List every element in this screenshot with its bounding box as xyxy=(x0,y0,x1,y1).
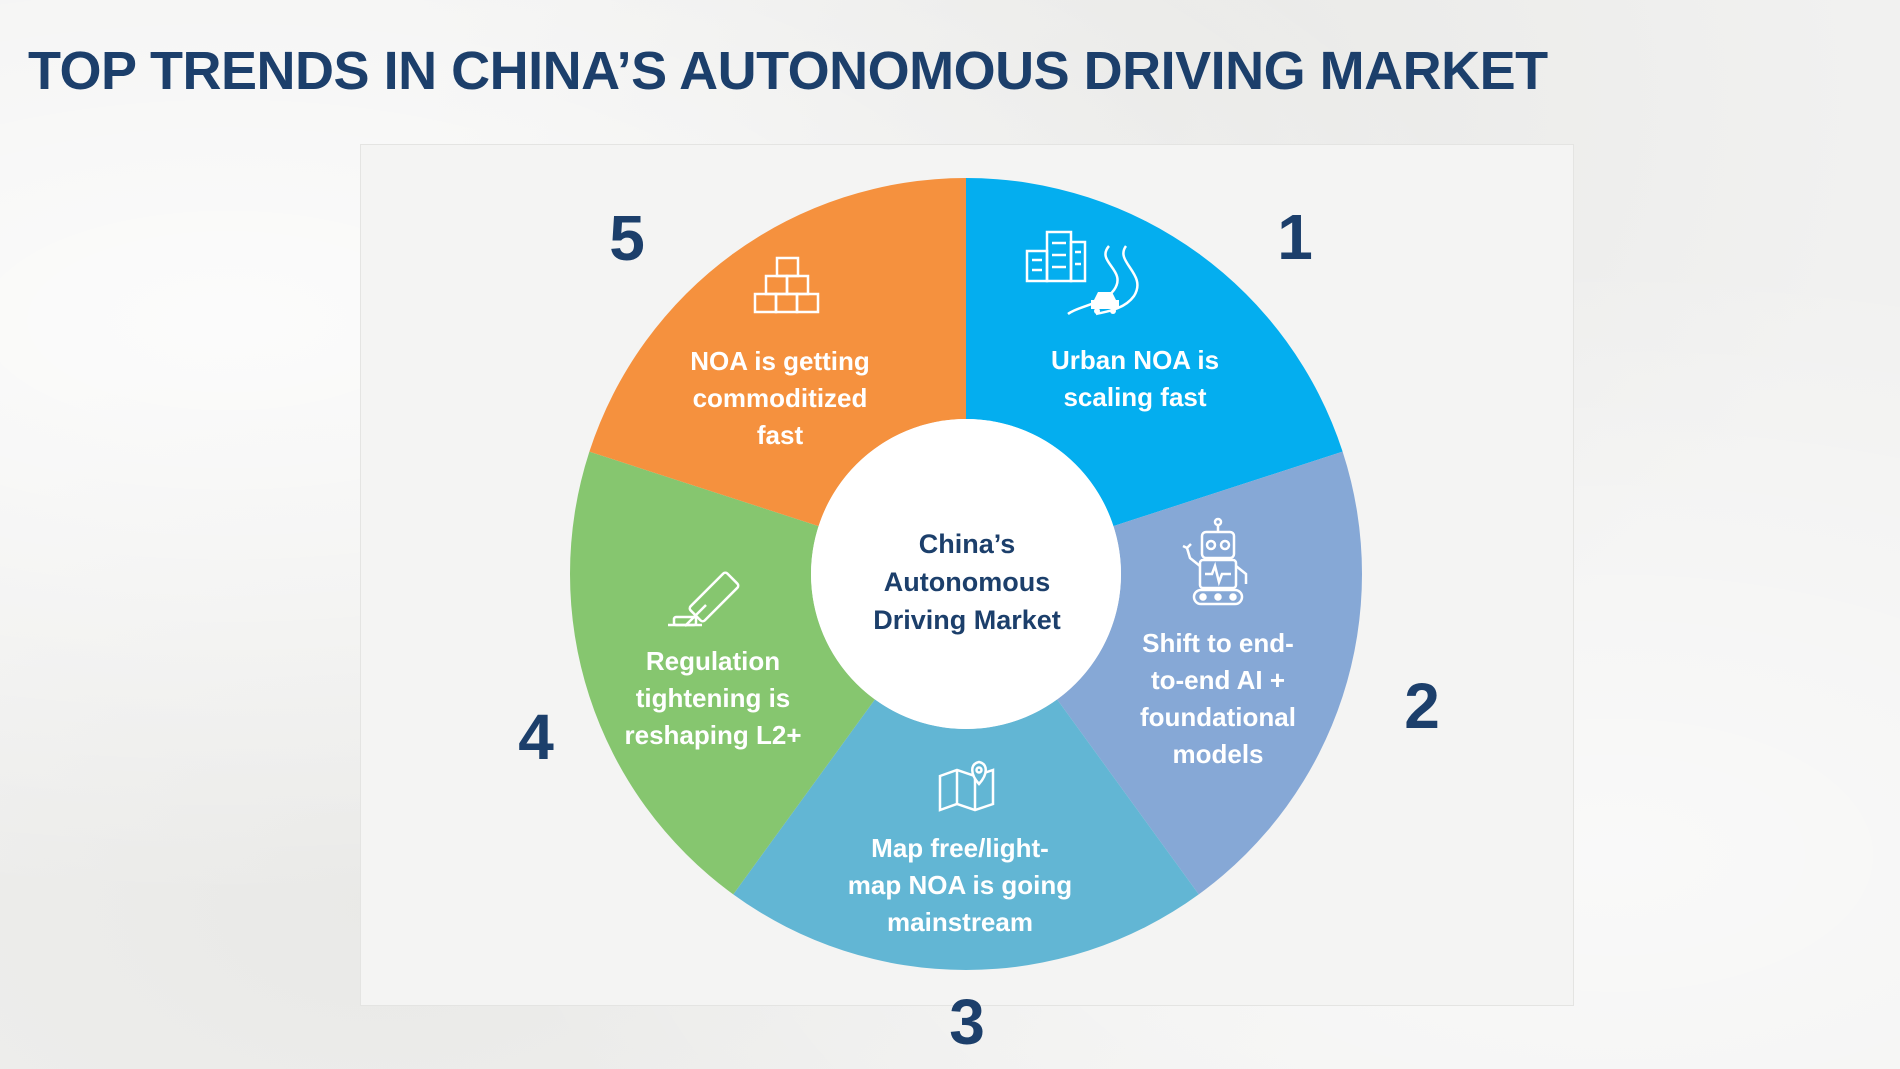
map-pin-icon xyxy=(938,760,995,812)
gavel-icon xyxy=(668,571,740,627)
trend-2-number: 2 xyxy=(1404,670,1440,742)
center-circle xyxy=(811,419,1121,729)
trend-1-number: 1 xyxy=(1277,201,1313,273)
trend-5-text: NOA is getting commoditized fast xyxy=(690,346,870,450)
robot-icon xyxy=(1182,517,1248,606)
page-title: TOP TRENDS IN CHINA’S AUTONOMOUS DRIVING… xyxy=(28,41,1548,101)
center-label: China’s Autonomous Driving Market xyxy=(873,529,1061,635)
trend-3-segment xyxy=(733,699,1199,971)
city-road-car-icon xyxy=(1025,230,1139,316)
trend-5-number: 5 xyxy=(609,202,645,274)
trend-3-text: Map free/light- map NOA is going mainstr… xyxy=(847,833,1073,937)
trend-4-number: 4 xyxy=(518,701,554,773)
stacked-boxes-icon xyxy=(753,256,820,314)
trend-1-segment xyxy=(966,178,1343,527)
trend-3-number: 3 xyxy=(949,986,985,1058)
trend-4-segment xyxy=(569,451,875,895)
trend-2-segment xyxy=(1057,451,1362,895)
trend-5-segment xyxy=(589,178,966,527)
trend-4-text: Regulation tightening is reshaping L2+ xyxy=(624,646,802,750)
trend-2-text: Shift to end- to-end AI + foundational m… xyxy=(1140,628,1296,769)
trend-1-text: Urban NOA is scaling fast xyxy=(1050,345,1220,412)
